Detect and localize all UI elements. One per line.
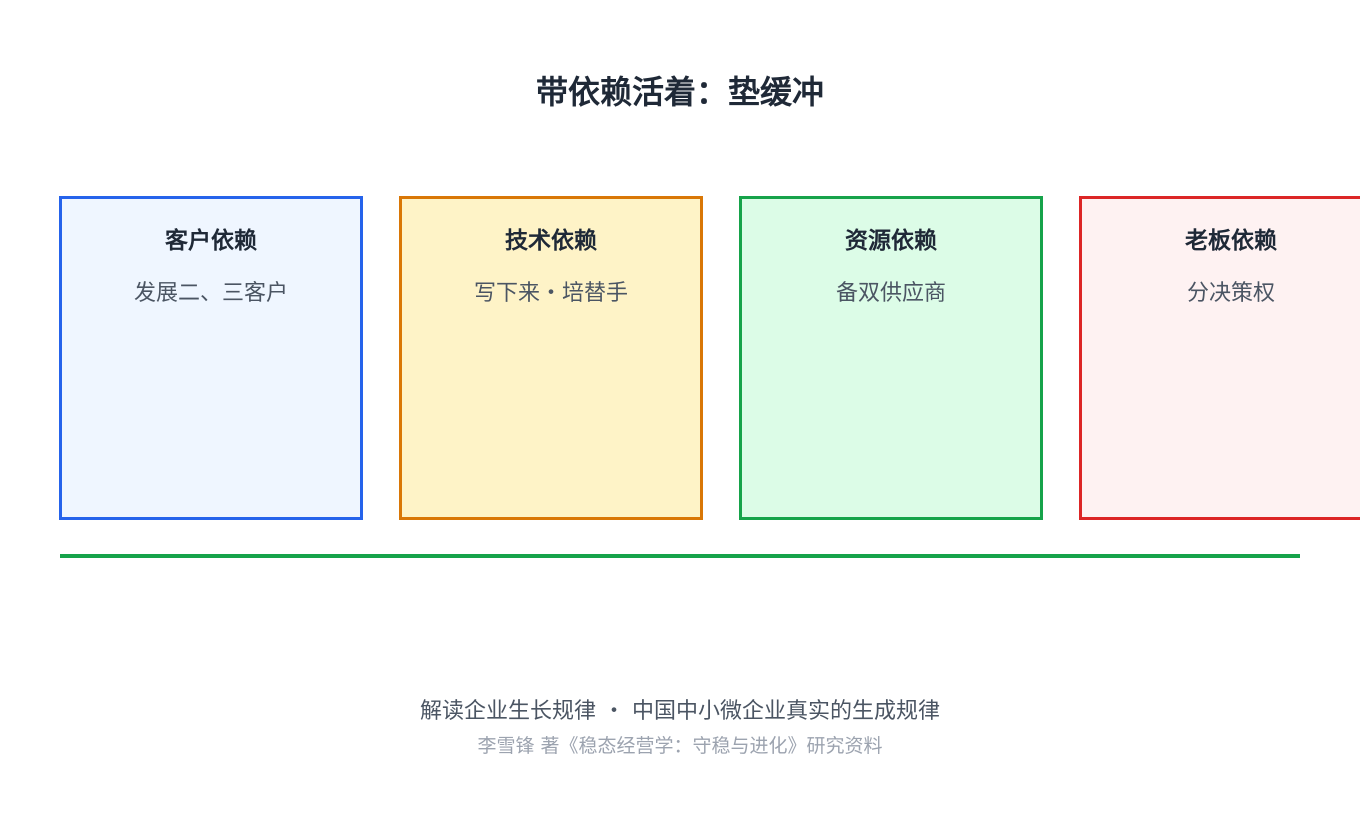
card-boss-dependency: 老板依赖 分决策权 — [1079, 196, 1360, 520]
divider-line — [60, 554, 1300, 558]
footer-tagline: 解读企业生长规律 ・ 中国中小微企业真实的生成规律 — [420, 699, 940, 724]
card-subtitle: 备双供应商 — [835, 281, 946, 306]
card-title: 客户依赖 — [165, 228, 257, 254]
card-subtitle: 写下来・培替手 — [473, 281, 628, 306]
card-subtitle: 发展二、三客户 — [133, 281, 288, 306]
card-resource-dependency: 资源依赖 备双供应商 — [739, 196, 1043, 520]
card-title: 资源依赖 — [845, 228, 937, 254]
card-title: 老板依赖 — [1185, 228, 1277, 254]
card-subtitle: 分决策权 — [1186, 281, 1275, 306]
card-customer-dependency: 客户依赖 发展二、三客户 — [59, 196, 363, 520]
footer-source: 李雪锋 著《稳态经营学：守稳与进化》研究资料 — [477, 735, 883, 757]
card-technology-dependency: 技术依赖 写下来・培替手 — [399, 196, 703, 520]
diagram-title: 带依赖活着：垫缓冲 — [535, 73, 824, 111]
card-title: 技术依赖 — [505, 228, 597, 254]
